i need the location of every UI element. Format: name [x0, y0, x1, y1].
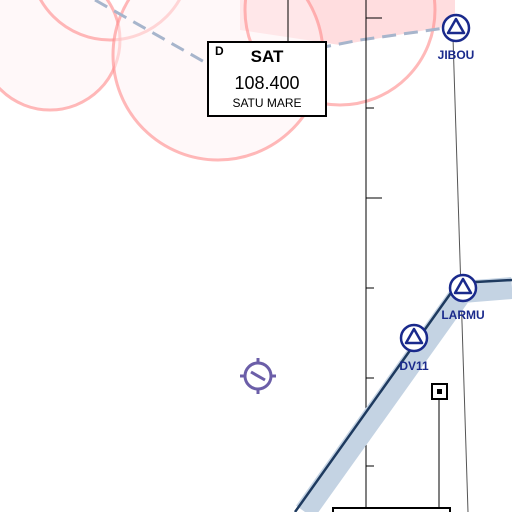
waypoint-label: JIBOU — [438, 48, 475, 62]
navaid-class-letter: D — [215, 44, 224, 58]
bottom-info-box — [332, 507, 451, 517]
vor-compass-icon[interactable] — [240, 358, 276, 394]
waypoint-triangle-icon — [399, 323, 429, 353]
restricted-area-circle — [243, 0, 437, 107]
waypoint-dv11[interactable]: DV11 — [399, 323, 429, 373]
restricted-area-circle — [38, 0, 182, 42]
navaid-ident: SAT — [251, 47, 284, 66]
waypoint-larmu[interactable]: LARMU — [441, 273, 485, 322]
waypoint-label: LARMU — [441, 308, 484, 322]
navaid-name: SATU MARE — [232, 96, 301, 110]
waypoint-triangle-icon — [441, 13, 471, 43]
waypoint-jibou[interactable]: JIBOU — [438, 13, 475, 62]
navaid-box[interactable]: D SAT 108.400 SATU MARE — [207, 41, 327, 117]
waypoint-label: DV11 — [399, 359, 429, 373]
restricted-area-circle — [0, 0, 122, 112]
obstacle-icon[interactable] — [431, 383, 448, 512]
navaid-frequency: 108.400 — [234, 73, 299, 93]
waypoint-triangle-icon — [448, 273, 478, 303]
navaid-box-frame — [207, 41, 327, 117]
